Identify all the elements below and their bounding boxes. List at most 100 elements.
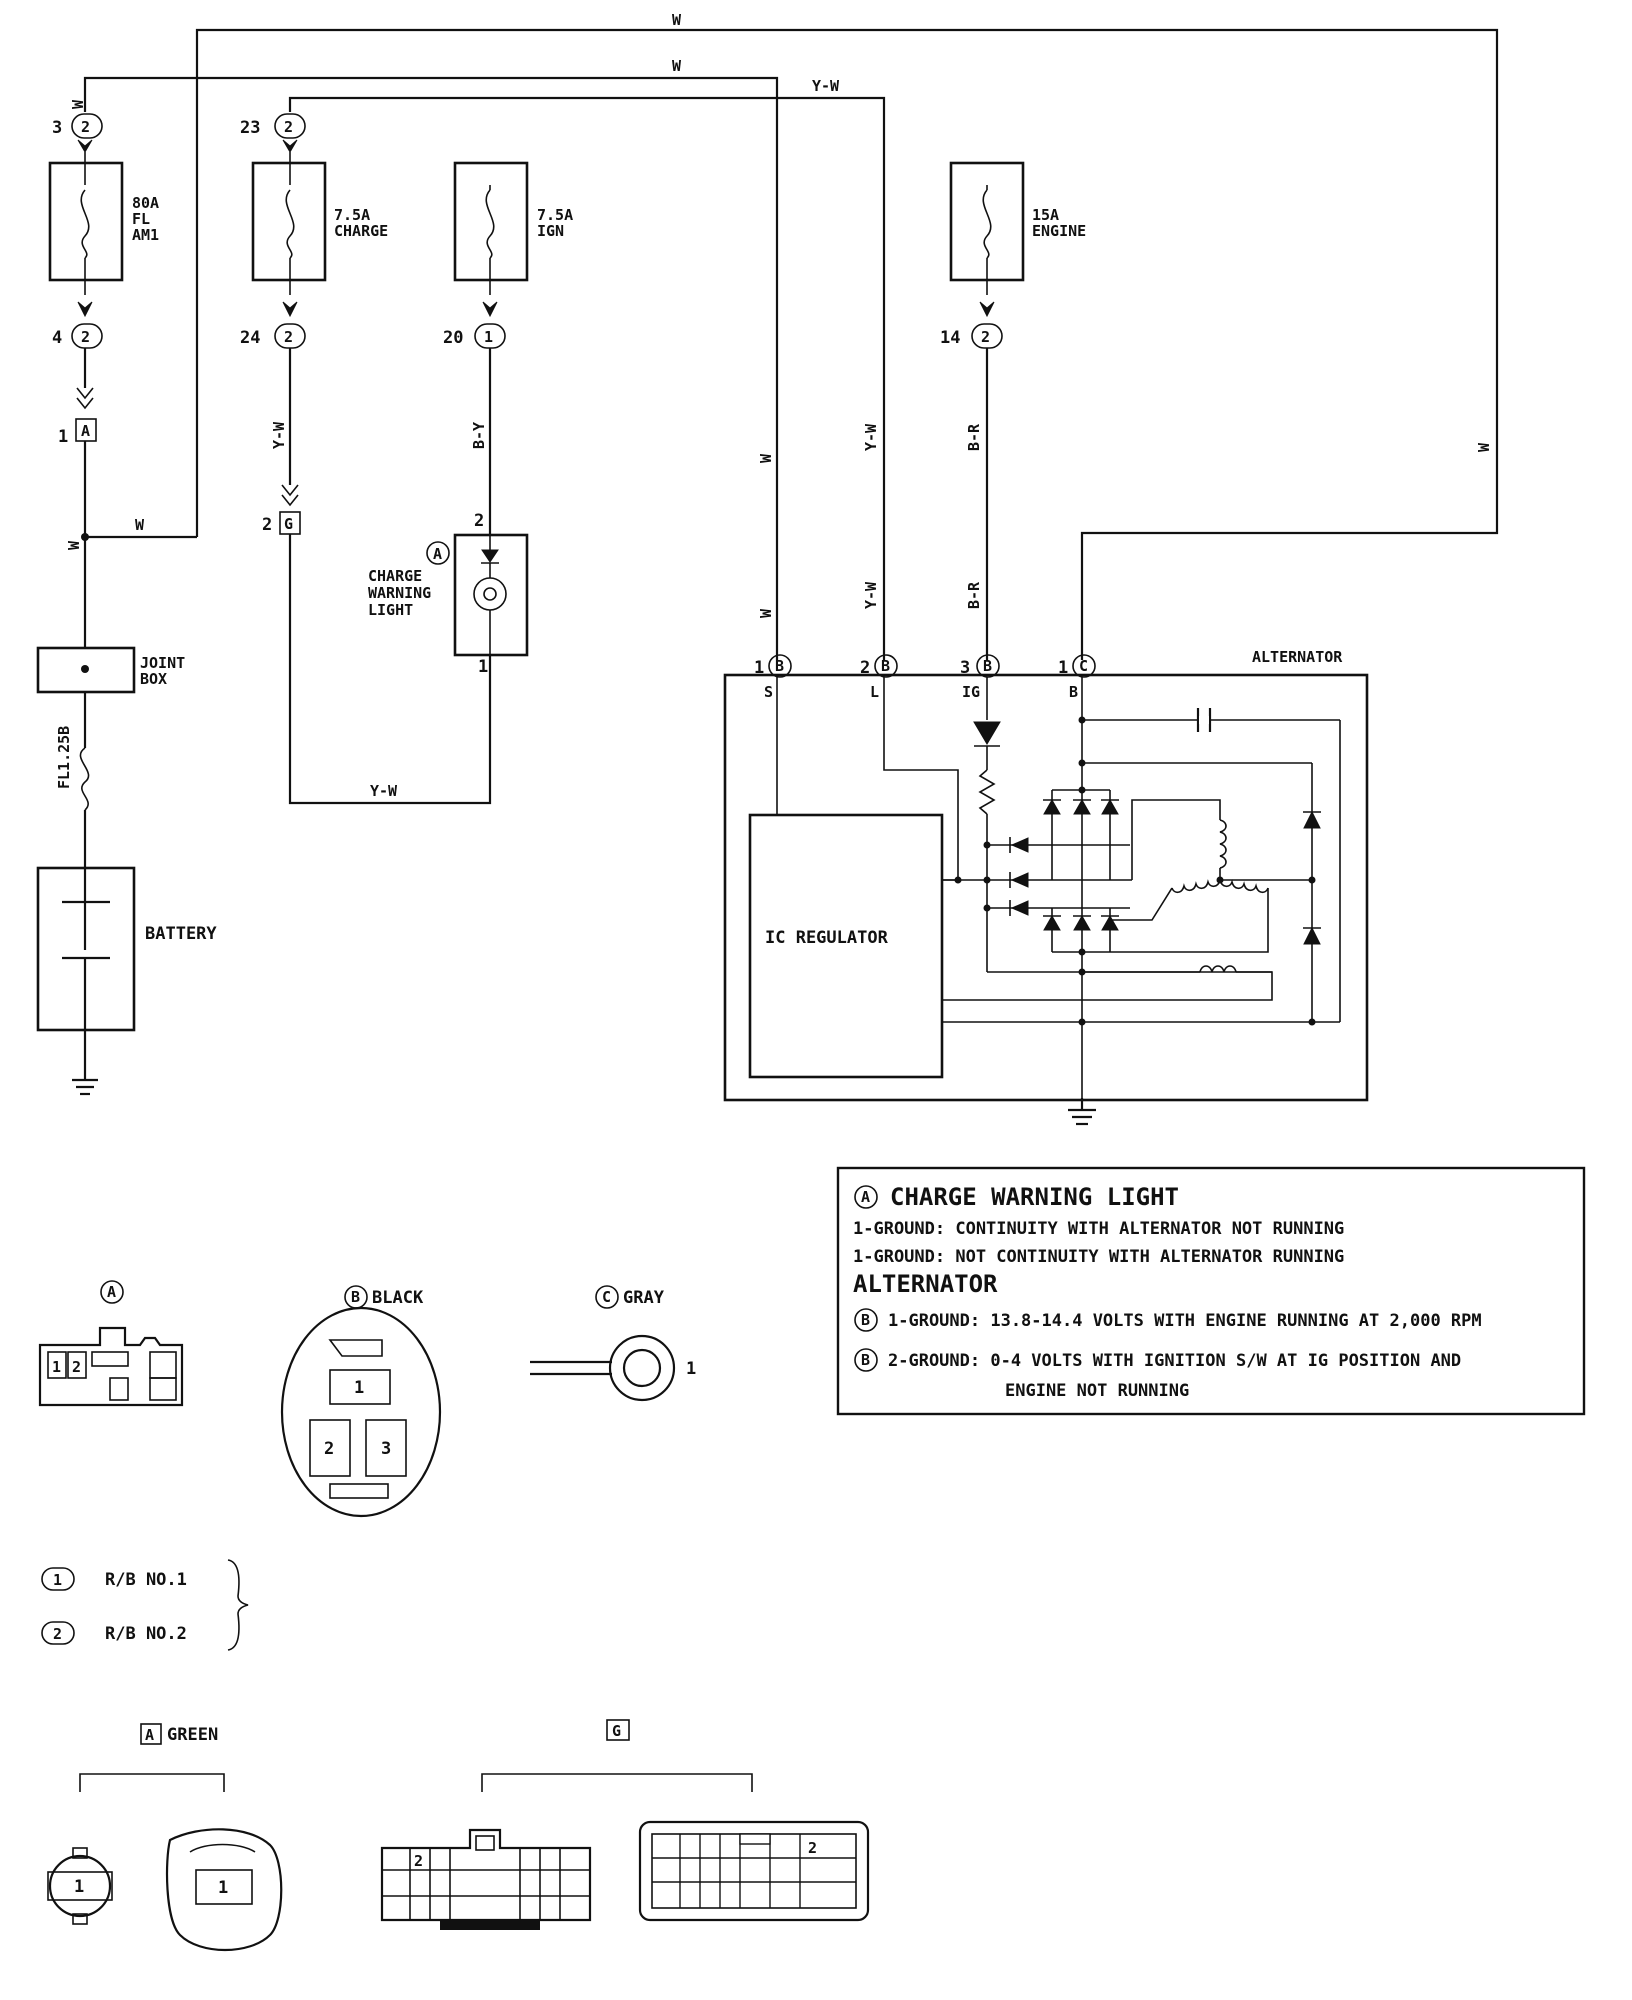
fuse-ign-name: IGN [537,222,564,240]
diode-icon [481,549,499,563]
junction-connector-a: A GREEN 1 1 [47,1723,283,1951]
connector-double-chevron-icon [76,387,94,410]
warning-light-code: A [433,545,442,563]
connector-a-pin: 1 [58,427,68,447]
alt-terminal-l-pin: 2 [860,658,870,678]
resistor-icon [978,769,996,815]
fusible-link-label: FL1.25B [55,726,73,789]
fuse-engine-name: ENGINE [1032,222,1086,240]
alt-terminal-b-code-circle [1072,654,1096,678]
connector-view-c-color: GRAY [623,1288,665,1308]
wire-label-l-lower: Y-W [862,581,880,609]
fuse-am1-line3: AM1 [132,226,159,244]
alt-terminal-s-code: B [775,657,784,675]
ic-regulator-label: IC REGULATOR [765,928,889,948]
rectifier-lower-bank [1043,908,1119,956]
wire-label-l-upper: Y-W [862,423,880,451]
warning-light-pin-bottom: 1 [478,657,488,677]
warning-light-label-line1: CHARGE [368,567,422,585]
alternator-feed-labels: W W Y-W Y-W B-R B-R W [757,423,1493,618]
charge-warning-light-box [453,533,529,657]
fuse-symbol-icon [485,189,495,259]
fuse-am1-line2: FL [132,210,150,228]
alt-terminal-l-code-circle [874,654,898,678]
fuse-charge-pin-bottom: 24 [240,328,260,348]
junction-connector-g: G 2 2 [380,1719,870,1930]
junction-a-female-view [165,1828,283,1951]
wire-label-yw-bottom: Y-W [370,782,398,800]
fuse-ign-rating: 7.5A [537,206,573,224]
fuse-am1-pin-top: 3 [52,118,62,138]
relay-block-legend: 1 R/B NO.1 2 R/B NO.2 [41,1559,249,1651]
wire-label-left-w-top: W [69,99,87,109]
fuse-symbol-icon [80,189,90,259]
ig-diode-icon [973,721,1001,745]
connector-b-pin3: 3 [381,1439,391,1459]
connector-view-b: B BLACK 1 2 3 [280,1285,442,1518]
info-line1: 1-GROUND: CONTINUITY WITH ALTERNATOR NOT… [853,1219,1344,1239]
connector-g-pin: 2 [262,515,272,535]
warning-light-pin-top: 2 [474,511,484,531]
wire-label-w-horizontal: W [135,516,145,534]
alt-terminal-s-code-circle [768,654,792,678]
fusible-link-icon [79,747,90,811]
connector-view-c-code: C [602,1288,611,1306]
junction-g-pin-right: 2 [808,1839,817,1857]
info-heading: CHARGE WARNING LIGHT [890,1183,1179,1211]
fuse-charge-pin-top: 23 [240,118,260,138]
fuse-ign-box [453,161,529,282]
wire-label-left-w-join: W [65,540,83,550]
alt-terminal-b-name: B [1069,683,1078,701]
alt-terminal-l-name: L [870,683,879,701]
connector-view-b-code: B [351,1288,360,1306]
info-line4: 2-GROUND: 0-4 VOLTS WITH IGNITION S/W AT… [888,1351,1461,1371]
wire-label-by: B-Y [470,422,488,449]
legend-brace [227,1559,249,1651]
rb-symbol-am1-bottom: 2 [81,328,90,346]
specification-info-box: A CHARGE WARNING LIGHT 1-GROUND: CONTINU… [836,1166,1586,1416]
warning-light-label-line3: LIGHT [368,601,413,619]
junction-g-female-view [638,1820,870,1922]
junction-a-color: GREEN [167,1725,218,1745]
junction-a-pin-left: 1 [74,1877,84,1897]
alt-terminal-ig-name: IG [962,683,980,701]
connector-g-code: G [284,515,293,533]
fuse-engine-rating: 15A [1032,206,1059,224]
fuse-am1-box [48,161,124,282]
charge-fuse-branch: 23 2 7.5A CHARGE 24 2 Y-W 2 G Y-W [240,113,492,805]
info-line3: 1-GROUND: 13.8-14.4 VOLTS WITH ENGINE RU… [888,1311,1482,1331]
wire-yw-top [288,96,886,660]
wire-label-s-upper: W [757,453,775,463]
rb-symbol-ign-bottom: 1 [484,328,493,346]
fuse-am1-rating: 80A [132,194,159,212]
junction-a-code: A [145,1726,154,1744]
alt-terminal-s-name: S [764,683,773,701]
alt-terminal-ig-code: B [983,657,992,675]
connector-view-b-color: BLACK [372,1288,424,1308]
info-line2: 1-GROUND: NOT CONTINUITY WITH ALTERNATOR… [853,1247,1344,1267]
legend-label-2: R/B NO.2 [105,1624,187,1644]
rb-symbol-charge-top: 2 [284,118,293,136]
alt-terminal-b-code-c: C [1079,657,1088,675]
battery-label: BATTERY [145,924,217,944]
junction-g-pin-left: 2 [414,1852,423,1870]
junction-g-code: G [612,1722,621,1740]
wire-w-outer-loop [195,28,1499,660]
wire-label-yw-fuse: Y-W [270,421,288,449]
connector-view-a: A 1 2 [38,1280,184,1407]
info-marker-b1: B [861,1311,870,1329]
legend-symbol-2 [41,1621,75,1645]
ring-terminal-icon [608,1334,676,1402]
ground-icon [72,1078,98,1096]
exciter-diodes [942,837,1132,916]
alt-terminal-b-pin: 1 [1058,658,1068,678]
info-marker-a: A [861,1188,870,1206]
connector-view-c: C GRAY 1 [530,1285,696,1402]
rectifier-upper-bank [1043,786,1119,880]
field-coil-icon [942,965,1273,1026]
connector-double-chevron-icon [281,484,299,507]
alt-terminal-ig-pin: 3 [960,658,970,678]
wire-label-second-w: W [672,57,682,75]
warning-light-label-line2: WARNING [368,584,431,602]
